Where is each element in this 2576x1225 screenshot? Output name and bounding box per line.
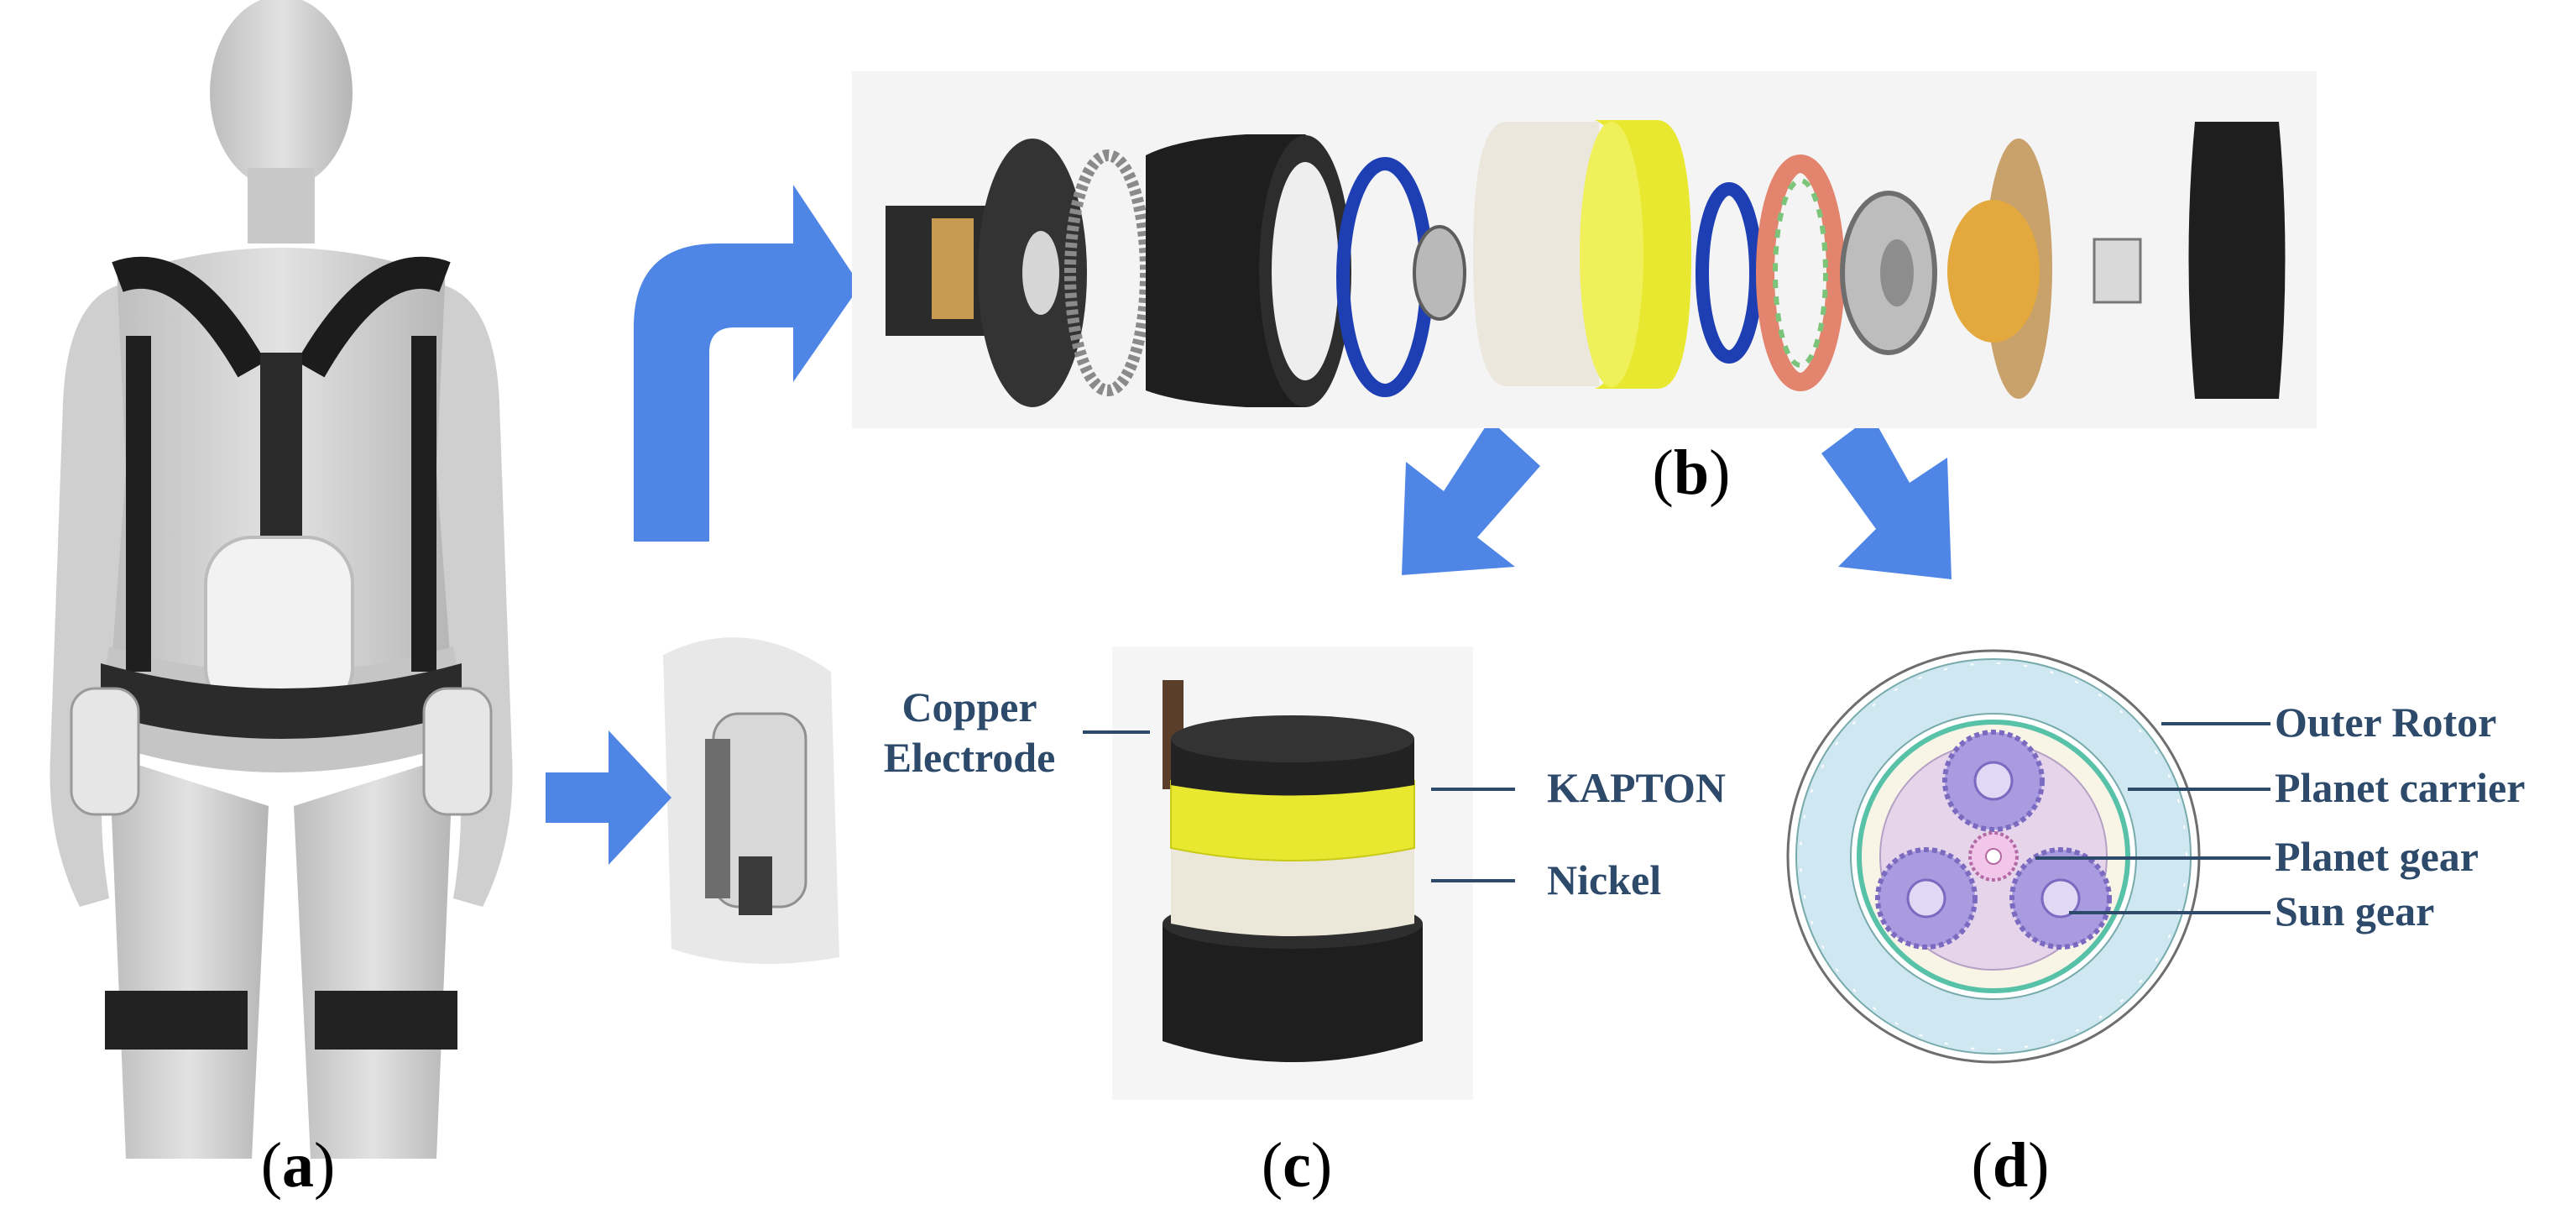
caption-a-letter: a: [282, 1130, 314, 1201]
panel-a-exoskeleton-illustration: [50, 0, 513, 1159]
thigh-cuff-left: [105, 991, 248, 1050]
panel-c-teng-cylinder: [1112, 647, 1473, 1100]
magnet-ring: [1756, 154, 1845, 391]
leader-sun-gear: [2069, 911, 2270, 914]
label-planet-gear: Planet gear: [2275, 833, 2479, 880]
caption-d: (d): [1971, 1130, 2050, 1201]
mannequin-right-arm: [436, 285, 513, 907]
leader-copper: [1083, 730, 1150, 734]
hip-actuator-left: [70, 687, 140, 816]
mannequin-left-arm: [50, 285, 126, 907]
label-sun-gear: Sun gear: [2275, 887, 2435, 934]
shaft-hub: [1413, 225, 1466, 321]
output-bracket: [2093, 238, 2142, 304]
arrow-b-to-c: [1402, 420, 1540, 575]
caption-a: (a): [260, 1130, 336, 1201]
kapton-layer: [1171, 781, 1414, 861]
hip-actuator-right: [422, 687, 493, 816]
label-planet-carrier: Planet carrier: [2275, 764, 2526, 811]
back-strap: [260, 353, 302, 546]
panel-b-exploded-actuator: [852, 71, 2317, 428]
end-cap: [2188, 122, 2286, 399]
caption-b-letter: b: [1673, 437, 1710, 508]
arrow-to-hip-closeup: [546, 730, 671, 865]
base-cylinder: [1163, 924, 1423, 1062]
label-kapton: KAPTON: [1547, 764, 1726, 811]
label-outer-rotor: Outer Rotor: [2275, 699, 2497, 746]
mannequin-left-leg: [109, 756, 269, 1159]
caption-c-letter: c: [1283, 1130, 1311, 1201]
label-copper-line1: Copper: [901, 683, 1037, 730]
nickel-layer: [1171, 848, 1414, 936]
label-nickel: Nickel: [1547, 856, 1662, 903]
arrow-a-to-b: [634, 185, 860, 542]
panel-a-hip-closeup: [646, 605, 865, 974]
leader-nickel: [1431, 879, 1515, 882]
side-strap-right: [411, 336, 436, 672]
caption-c: (c): [1261, 1130, 1333, 1201]
shoulder-strap-left: [112, 256, 266, 378]
mannequin-right-leg: [294, 756, 453, 1159]
label-copper-line2: Electrode: [883, 734, 1056, 781]
leader-planet-carrier: [2128, 788, 2270, 791]
leader-kapton: [1431, 788, 1515, 791]
arrow-b-to-d: [1821, 416, 1952, 579]
label-copper-electrode: Copper Electrode: [869, 682, 1070, 783]
mannequin-neck: [248, 168, 315, 243]
leader-planet-gear: [2035, 856, 2270, 860]
caption-b: (b): [1652, 437, 1731, 508]
thigh-cuff-right: [315, 991, 457, 1050]
caption-d-letter: d: [1992, 1130, 2029, 1201]
waist-belt: [101, 663, 462, 739]
shoulder-strap-right: [296, 256, 451, 378]
teng-nickel-sleeve: [1473, 122, 1599, 386]
mannequin-head: [210, 0, 353, 189]
panel-d-cross-section: [1786, 649, 2201, 1064]
side-strap-left: [126, 336, 151, 672]
leader-outer-rotor: [2161, 722, 2270, 725]
